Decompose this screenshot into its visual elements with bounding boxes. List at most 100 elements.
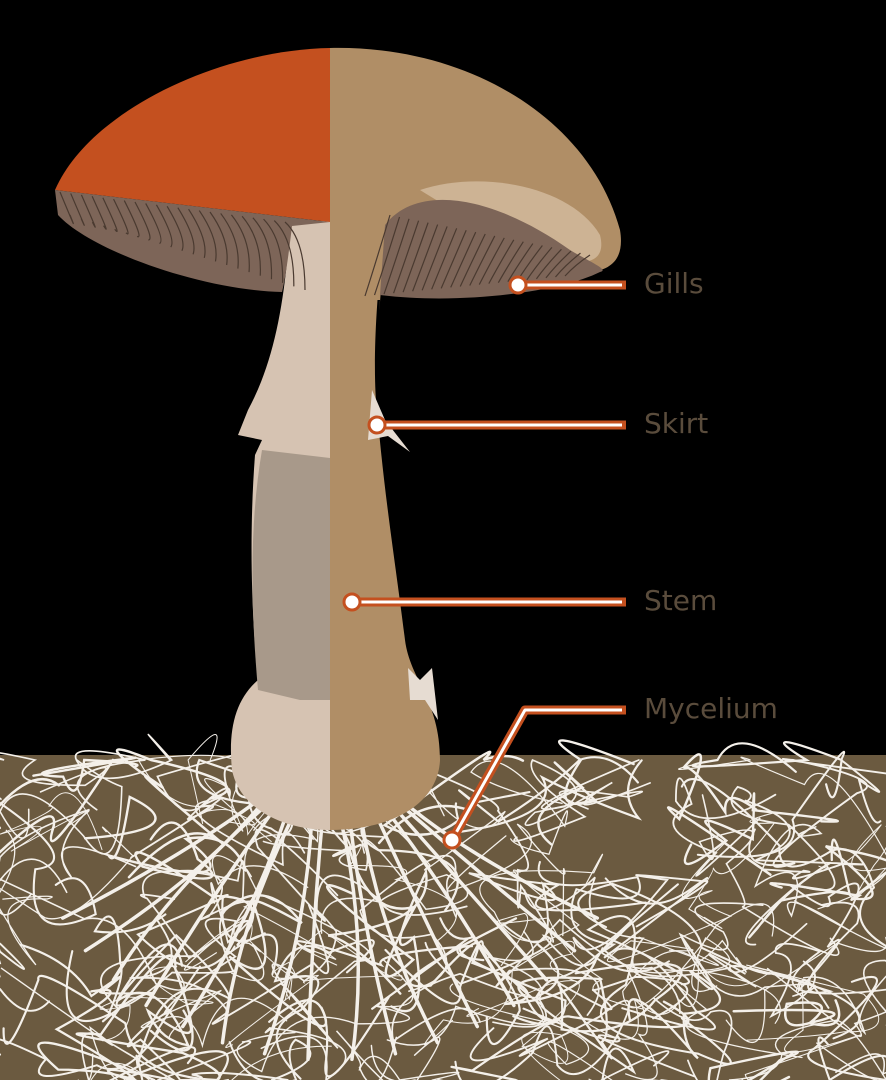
gill-line <box>431 228 458 290</box>
mycelium-thread <box>437 1000 690 1080</box>
mycelium-thread <box>384 940 521 1046</box>
root-thread <box>220 798 304 1045</box>
callout-skirt <box>367 415 626 435</box>
skirt-shape <box>368 390 410 452</box>
gills-left <box>55 190 330 292</box>
gill-line <box>220 213 239 269</box>
gill-line <box>145 203 162 245</box>
gill-lines <box>59 191 591 297</box>
mycelium-thread <box>653 997 733 1080</box>
mycelium-thread <box>2 974 229 1080</box>
gill-line <box>230 214 250 273</box>
mycelium-thread <box>295 940 567 1026</box>
gill-line <box>555 252 581 278</box>
cap-left-red <box>55 48 330 222</box>
gill-line <box>59 191 74 225</box>
mycelium-thread <box>607 840 733 963</box>
mycelium-thread <box>603 876 716 1031</box>
gill-line <box>383 218 410 295</box>
gill-line <box>564 254 591 277</box>
gill-line <box>497 241 524 283</box>
mycelium-thread <box>268 937 485 1078</box>
root-thread <box>385 798 549 982</box>
label-gills: Gills <box>644 267 704 300</box>
callout-stem <box>342 592 626 612</box>
root-thread <box>111 798 275 982</box>
mycelium-thread <box>335 1030 416 1080</box>
gill-line <box>535 248 562 280</box>
mycelium-thread <box>524 781 651 826</box>
mycelium-thread <box>446 823 566 937</box>
mycelium-thread <box>0 758 115 854</box>
mycelium-thread <box>284 929 403 1001</box>
root-thread <box>262 798 315 1056</box>
gill-line <box>421 226 448 291</box>
label-stem: Stem <box>644 584 718 617</box>
label-mycelium: Mycelium <box>644 692 778 725</box>
gill-line <box>364 214 391 297</box>
mycelium-thread <box>769 845 886 901</box>
mycelium-thread <box>748 838 852 939</box>
mycelium-thread <box>479 853 604 942</box>
root-thread <box>356 798 440 1045</box>
gill-line <box>198 210 217 262</box>
mycelium-thread <box>386 930 544 1046</box>
mycelium-thread <box>0 895 53 978</box>
gill-line <box>80 194 96 228</box>
mycelium-thread <box>32 756 139 792</box>
gill-line <box>459 233 486 287</box>
mycelium-thread <box>219 894 328 1028</box>
mycelium-thread <box>807 975 886 1080</box>
mycelium-thread <box>0 752 107 800</box>
gill-line <box>469 235 496 286</box>
mycelium-thread <box>678 756 886 910</box>
mycelium-thread <box>732 999 841 1027</box>
gill-line <box>91 196 107 230</box>
mycelium-thread <box>680 778 886 948</box>
mycelium-thread <box>184 1038 312 1080</box>
mycelium-thread <box>744 799 864 880</box>
mycelium-thread <box>0 858 185 991</box>
mycelium-thread <box>0 759 123 855</box>
mycelium-thread <box>678 902 816 997</box>
gill-line <box>177 207 195 255</box>
root-thread <box>180 798 293 1029</box>
gills-right <box>380 199 603 299</box>
mycelium-thread <box>683 792 839 866</box>
gill-line <box>507 243 534 283</box>
gill-line <box>70 193 85 226</box>
mycelium-thread <box>835 959 886 1076</box>
label-skirt: Skirt <box>644 407 709 440</box>
gill-line <box>102 197 118 232</box>
mycelium-thread <box>622 903 781 1024</box>
gill-line <box>412 224 439 292</box>
gill-line <box>545 250 572 279</box>
root-thread <box>345 798 398 1056</box>
mycelium-thread <box>449 983 613 1080</box>
gill-line <box>209 211 228 266</box>
gill-line <box>241 215 261 276</box>
gill-line <box>373 216 401 296</box>
mycelium-thread <box>260 896 372 1080</box>
mycelium-thread <box>495 912 644 1010</box>
gill-line <box>123 200 140 238</box>
mycelium-thread <box>586 936 719 1040</box>
mycelium-thread <box>454 1007 621 1080</box>
mycelium-thread <box>100 900 258 1010</box>
mycelium-thread <box>730 785 836 946</box>
gill-line <box>440 230 467 289</box>
gill-line <box>188 208 206 258</box>
gill-line <box>134 201 151 241</box>
mycelium-thread <box>672 777 777 877</box>
mycelium-thread <box>688 812 776 929</box>
mycelium-thread <box>708 901 860 994</box>
gill-line <box>450 231 477 288</box>
gill-line <box>526 246 553 281</box>
mycelium-thread <box>627 936 722 1060</box>
mycelium-thread <box>748 758 886 868</box>
mycelium-thread <box>377 750 525 845</box>
mycelium-thread <box>586 914 732 1065</box>
gill-line <box>113 198 129 235</box>
